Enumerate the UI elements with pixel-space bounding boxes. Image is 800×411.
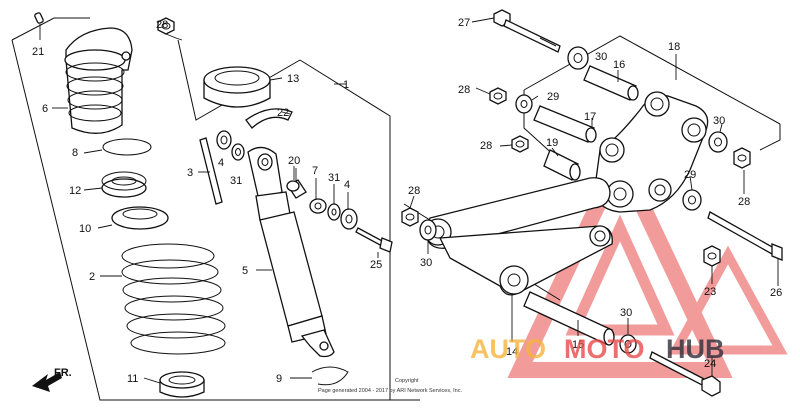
callout-24: 24 <box>704 358 716 370</box>
adjuster-rod <box>199 137 223 205</box>
circlip <box>102 138 152 156</box>
callout-10: 10 <box>79 223 91 235</box>
damper-cover <box>203 66 271 108</box>
pivot-bolt-upper <box>493 9 561 53</box>
front-direction-label: FR. <box>54 367 72 379</box>
callout-16: 16 <box>613 59 625 71</box>
spring-seat-lower <box>159 371 205 398</box>
callout-31: 31 <box>328 172 340 184</box>
link-collar-lower <box>523 291 615 346</box>
dust-seal-link <box>419 219 437 241</box>
dust-seal-link <box>515 94 533 114</box>
callout-6: 6 <box>42 103 48 115</box>
adjuster-nut <box>309 198 327 214</box>
callout-30: 30 <box>420 257 432 269</box>
callout-14: 14 <box>506 346 518 358</box>
watermark-brand-moto: MOTO <box>564 334 645 364</box>
spring-seat-upper <box>101 171 147 198</box>
callout-22: 22 <box>277 107 289 119</box>
shock-arm <box>593 91 709 213</box>
callout-30: 30 <box>595 51 607 63</box>
watermark-brand-auto: AUTO <box>470 334 546 364</box>
frame-line <box>523 35 781 125</box>
callout-11: 11 <box>127 373 138 385</box>
callout-30: 30 <box>620 307 632 319</box>
dust-seal-link <box>567 46 589 70</box>
frame-line <box>759 124 781 151</box>
watermark-text: AUTO MOTO HUB <box>470 334 725 364</box>
callout-28: 28 <box>458 84 470 96</box>
mount-bolt <box>355 227 393 253</box>
watermark-brand-hub: HUB <box>666 334 725 364</box>
callout-17: 17 <box>584 111 596 123</box>
collar <box>286 179 307 199</box>
callout-4: 4 <box>218 157 224 169</box>
coil-spring <box>121 243 226 355</box>
callout-30: 30 <box>713 115 725 127</box>
frame-line <box>11 17 90 41</box>
oil-seal <box>231 143 245 161</box>
dust-seal-right <box>327 203 341 221</box>
clip <box>34 12 44 24</box>
callout-28: 28 <box>156 19 168 31</box>
spring-guide <box>111 206 169 230</box>
dust-seal-link <box>708 131 728 153</box>
callout-15: 15 <box>572 339 584 351</box>
dust-seal <box>216 130 232 150</box>
callout-21: 21 <box>32 46 44 58</box>
snap-ring <box>311 366 349 386</box>
shock-damper <box>247 146 335 358</box>
copyright-notice: Page generated 2004 - 2017 by ARI Networ… <box>318 388 462 394</box>
copyright-line: Copyright <box>395 378 419 384</box>
callout-20: 20 <box>288 155 300 167</box>
dust-seal-link <box>619 334 637 354</box>
frame-line <box>11 39 420 401</box>
washer-right <box>340 208 358 230</box>
stopper-ring <box>245 108 293 129</box>
self-lock-nut <box>157 17 175 35</box>
callout-28: 28 <box>738 196 750 208</box>
dust-seal-link <box>682 189 702 211</box>
needle-bearing <box>543 149 581 181</box>
callout-3: 3 <box>187 167 193 179</box>
callout-9: 9 <box>276 373 282 385</box>
rubber-boot <box>64 27 133 134</box>
callout-7: 7 <box>312 165 318 177</box>
callout-28: 28 <box>480 140 492 152</box>
self-lock-nut <box>703 245 721 267</box>
self-lock-nut <box>511 135 529 153</box>
self-lock-nut <box>733 147 751 169</box>
callout-12: 12 <box>69 185 81 197</box>
link-collar <box>533 105 597 143</box>
callout-29: 29 <box>684 169 696 181</box>
callout-29: 29 <box>547 91 559 103</box>
callout-8: 8 <box>72 147 78 159</box>
callout-1: 1 <box>343 79 349 91</box>
callout-26: 26 <box>770 287 782 299</box>
callout-19: 19 <box>546 137 558 149</box>
shock-link <box>424 177 613 296</box>
self-lock-nut <box>489 87 507 105</box>
callout-31: 31 <box>230 175 242 187</box>
leader-lines <box>39 17 779 384</box>
callout-28: 28 <box>408 185 420 197</box>
pivot-bolt-long <box>707 211 783 261</box>
callout-13: 13 <box>287 73 299 85</box>
front-direction-arrow: FR. <box>32 367 72 392</box>
callout-4: 4 <box>344 179 350 191</box>
callout-labels: 1 2 3 4 4 5 6 7 8 9 10 11 12 13 14 15 16… <box>32 17 782 385</box>
leader-line <box>165 33 183 41</box>
callout-25: 25 <box>370 259 382 271</box>
callout-18: 18 <box>668 41 680 53</box>
callout-2: 2 <box>89 271 95 283</box>
callout-5: 5 <box>242 265 248 277</box>
callout-27: 27 <box>458 17 470 29</box>
frame-line <box>299 59 391 400</box>
pivot-collar <box>583 65 639 101</box>
callout-23: 23 <box>704 286 716 298</box>
self-lock-nut <box>401 207 419 227</box>
